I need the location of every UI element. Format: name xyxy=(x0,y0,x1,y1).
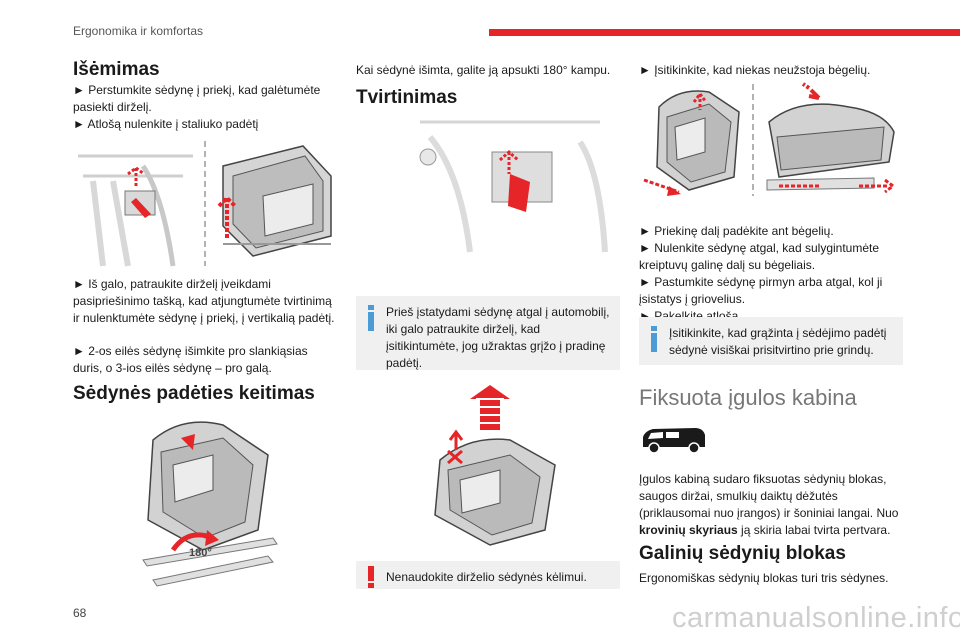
removal-step-2: ► Atlošą nulenkite į staliuko padėtį xyxy=(73,117,259,131)
install-step-1: ► Priekinę dalį padėkite ant bėgelių. xyxy=(639,224,834,238)
info-note-locked-text: Įsitikinkite, kad grąžinta į sėdėjimo pa… xyxy=(669,326,887,357)
rotate-illustration: 180° xyxy=(73,410,337,590)
lift-illustration xyxy=(420,385,590,550)
section-header: Ergonomika ir komfortas xyxy=(73,24,204,38)
rotate-angle-label: 180° xyxy=(189,547,212,559)
cabin-description: Įgulos kabiną sudaro fiksuotas sėdynių b… xyxy=(639,471,903,539)
rotate-intro: Kai sėdynė išimta, galite ją apsukti 180… xyxy=(356,63,611,77)
removal-step-4: ► 2-os eilės sėdynę išimkite pro slankią… xyxy=(73,344,308,375)
cabin-text-1: Įgulos kabiną sudaro fiksuotas sėdynių b… xyxy=(639,472,899,520)
page-number: 68 xyxy=(73,606,87,620)
rails-illustration xyxy=(639,82,903,198)
heading-fixing: Tvirtinimas xyxy=(356,87,458,108)
watermark: carmanualsonline.info xyxy=(672,602,960,634)
cabin-text-2: ją skiria labai tvirta pertvara. xyxy=(737,523,891,537)
info-note-strap-text: Prieš įstatydami sėdynę atgal į automobi… xyxy=(386,305,610,370)
heading-rear-bench: Galinių sėdynių blokas xyxy=(639,543,846,564)
info-note-locked: Įsitikinkite, kad grąžinta į sėdėjimo pa… xyxy=(639,317,903,365)
header-accent-bar xyxy=(489,29,960,36)
install-step-3: ► Pastumkite sėdynę pirmyn arba atgal, k… xyxy=(639,275,883,306)
info-note-strap: Prieš įstatydami sėdynę atgal į automobi… xyxy=(356,296,620,370)
install-step-2: ► Nulenkite sėdynę atgal, kad sulygintum… xyxy=(639,241,880,272)
rails-check-step: ► Įsitikinkite, kad niekas neužstoja bėg… xyxy=(639,63,871,77)
van-icon xyxy=(639,425,709,455)
fixing-illustration xyxy=(400,112,620,262)
removal-step-1: ► Perstumkite sėdynę į priekį, kad galėt… xyxy=(73,83,321,114)
heading-removal: Išėmimas xyxy=(73,59,160,80)
cabin-title: Fiksuota įgulos kabina xyxy=(639,385,857,410)
removal-step-3: ► Iš galo, patraukite dirželį įveikdami … xyxy=(73,277,335,325)
cabin-text-bold: krovinių skyriaus xyxy=(639,523,738,537)
warning-note-strap: Nenaudokite dirželio sėdynės kėlimui. xyxy=(356,561,620,589)
removal-illustration xyxy=(73,136,337,270)
rear-bench-text: Ergonomiškas sėdynių blokas turi tris sė… xyxy=(639,571,889,585)
heading-reposition: Sėdynės padėties keitimas xyxy=(73,383,315,404)
warning-note-strap-text: Nenaudokite dirželio sėdynės kėlimui. xyxy=(386,570,587,584)
